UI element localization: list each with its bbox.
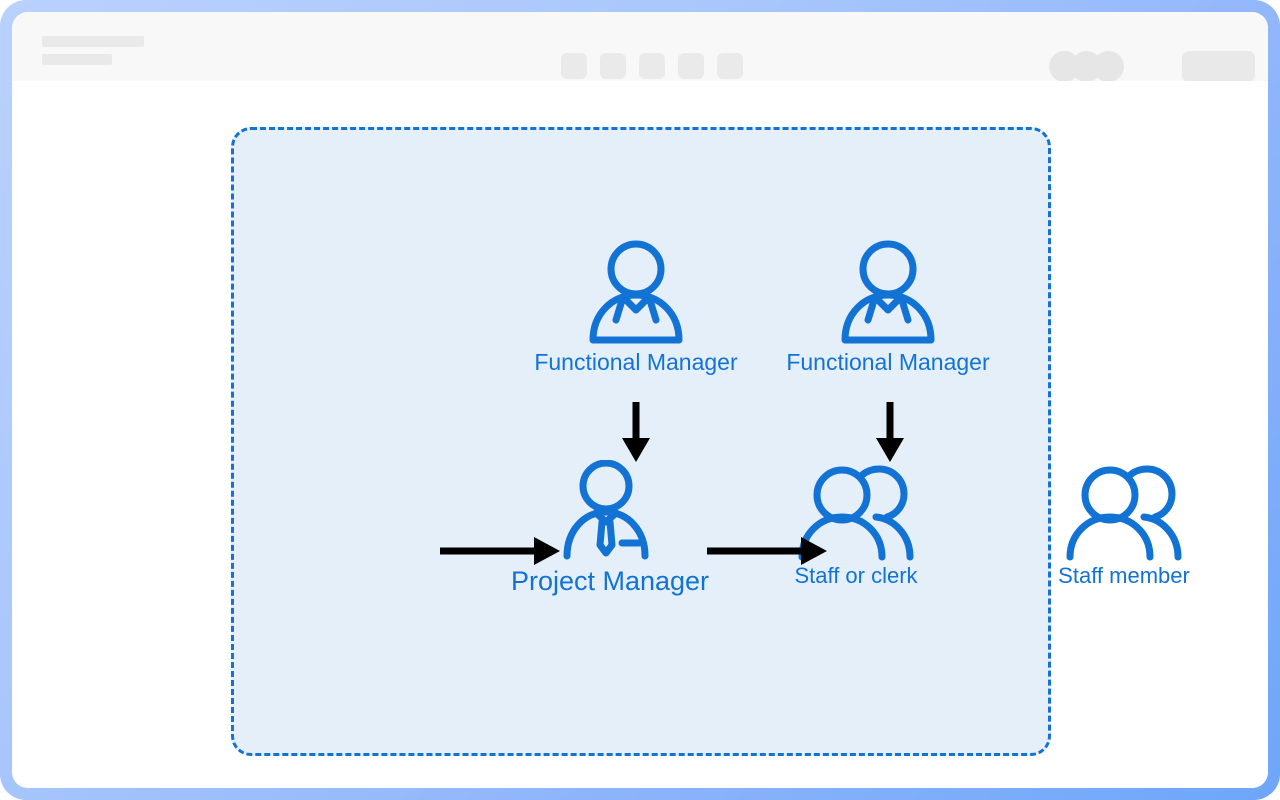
two-people-group-icon xyxy=(1066,465,1182,561)
person-with-tie-icon xyxy=(563,460,649,560)
node-functional-manager-2[interactable]: Functional Manager xyxy=(768,240,1008,374)
arrow-down-functional-manager-2-to-staff-member xyxy=(876,402,904,462)
toolbar-button-group xyxy=(561,53,743,79)
toolbar-square-5[interactable] xyxy=(717,53,743,79)
node-staff-or-clerk[interactable]: Staff or clerk xyxy=(736,465,976,587)
toolbar-square-1[interactable] xyxy=(561,53,587,79)
single-person-manager-icon xyxy=(841,240,935,344)
avatar-group[interactable] xyxy=(1049,51,1124,82)
toolbar-square-4[interactable] xyxy=(678,53,704,79)
title-placeholder-line-2 xyxy=(42,54,112,65)
node-label-functional-manager-2: Functional Manager xyxy=(786,349,990,375)
diagram-container: Functional Manager Functional Manager xyxy=(231,127,1190,756)
node-label-staff-member: Staff member xyxy=(1058,563,1190,588)
browser-window: Functional Manager Functional Manager xyxy=(12,12,1268,788)
two-people-group-icon xyxy=(798,465,914,561)
single-person-manager-icon xyxy=(589,240,683,344)
node-staff-member[interactable]: Staff member xyxy=(1004,465,1244,587)
canvas-area: Functional Manager Functional Manager xyxy=(12,81,1268,788)
node-functional-manager-1[interactable]: Functional Manager xyxy=(516,240,756,374)
toolbar-square-2[interactable] xyxy=(600,53,626,79)
arrow-right-project-manager-to-staff-or-clerk xyxy=(440,537,560,565)
node-label-functional-manager-1: Functional Manager xyxy=(534,349,738,375)
avatar-3[interactable] xyxy=(1093,51,1124,82)
node-label-project-manager: Project Manager xyxy=(510,566,710,596)
title-bar xyxy=(12,12,1268,82)
window-title-placeholder xyxy=(42,36,144,65)
node-label-staff-or-clerk: Staff or clerk xyxy=(794,563,918,588)
arrow-right-staff-or-clerk-to-staff-member xyxy=(707,537,827,565)
toolbar-square-3[interactable] xyxy=(639,53,665,79)
arrow-down-functional-manager-1-to-staff-or-clerk xyxy=(622,402,650,462)
primary-action-button[interactable] xyxy=(1182,51,1255,82)
node-project-manager[interactable]: Project Manager xyxy=(490,460,730,595)
title-placeholder-line-1 xyxy=(42,36,144,47)
